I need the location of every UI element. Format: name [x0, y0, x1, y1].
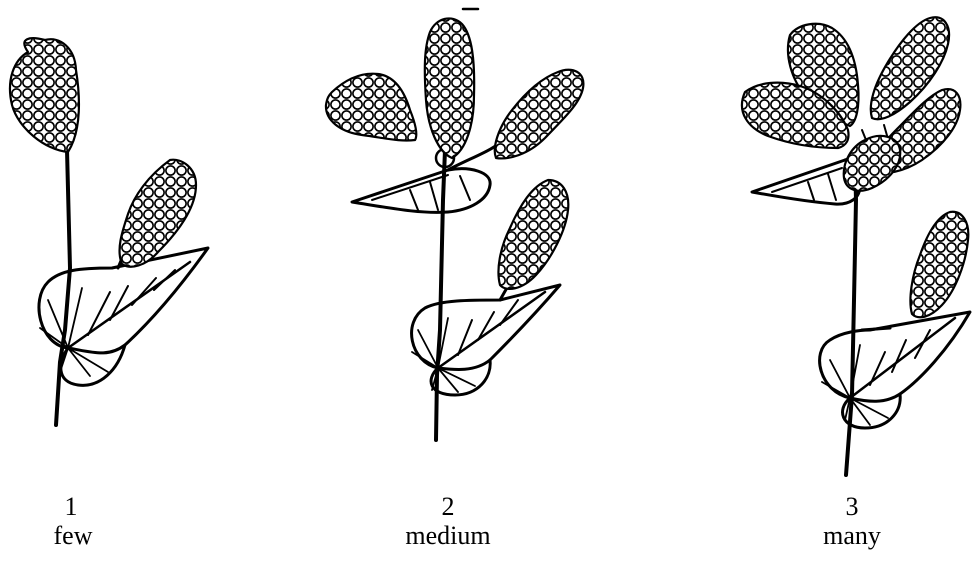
plant-label: many: [772, 522, 932, 550]
plant-label: few: [0, 522, 153, 550]
plant-few: [10, 38, 208, 425]
plant-number: 1: [0, 493, 151, 521]
flower-cluster: [10, 38, 79, 152]
leaf: [352, 138, 505, 212]
leaf: [820, 312, 970, 428]
plant-label: medium: [368, 522, 528, 550]
flower-cluster: [120, 160, 196, 267]
plant-number: 3: [772, 493, 932, 521]
flower-cluster: [326, 74, 416, 141]
stem: [436, 150, 445, 440]
flower-cluster: [844, 136, 900, 191]
flower-cluster: [495, 70, 584, 159]
flower-cluster: [910, 212, 968, 317]
flower-cluster: [498, 180, 568, 289]
plant-number: 2: [368, 493, 528, 521]
leaf: [412, 285, 560, 395]
plant-medium: [326, 9, 583, 440]
stem: [56, 150, 70, 425]
plant-many: [742, 17, 970, 475]
flower-cluster: [425, 18, 474, 158]
